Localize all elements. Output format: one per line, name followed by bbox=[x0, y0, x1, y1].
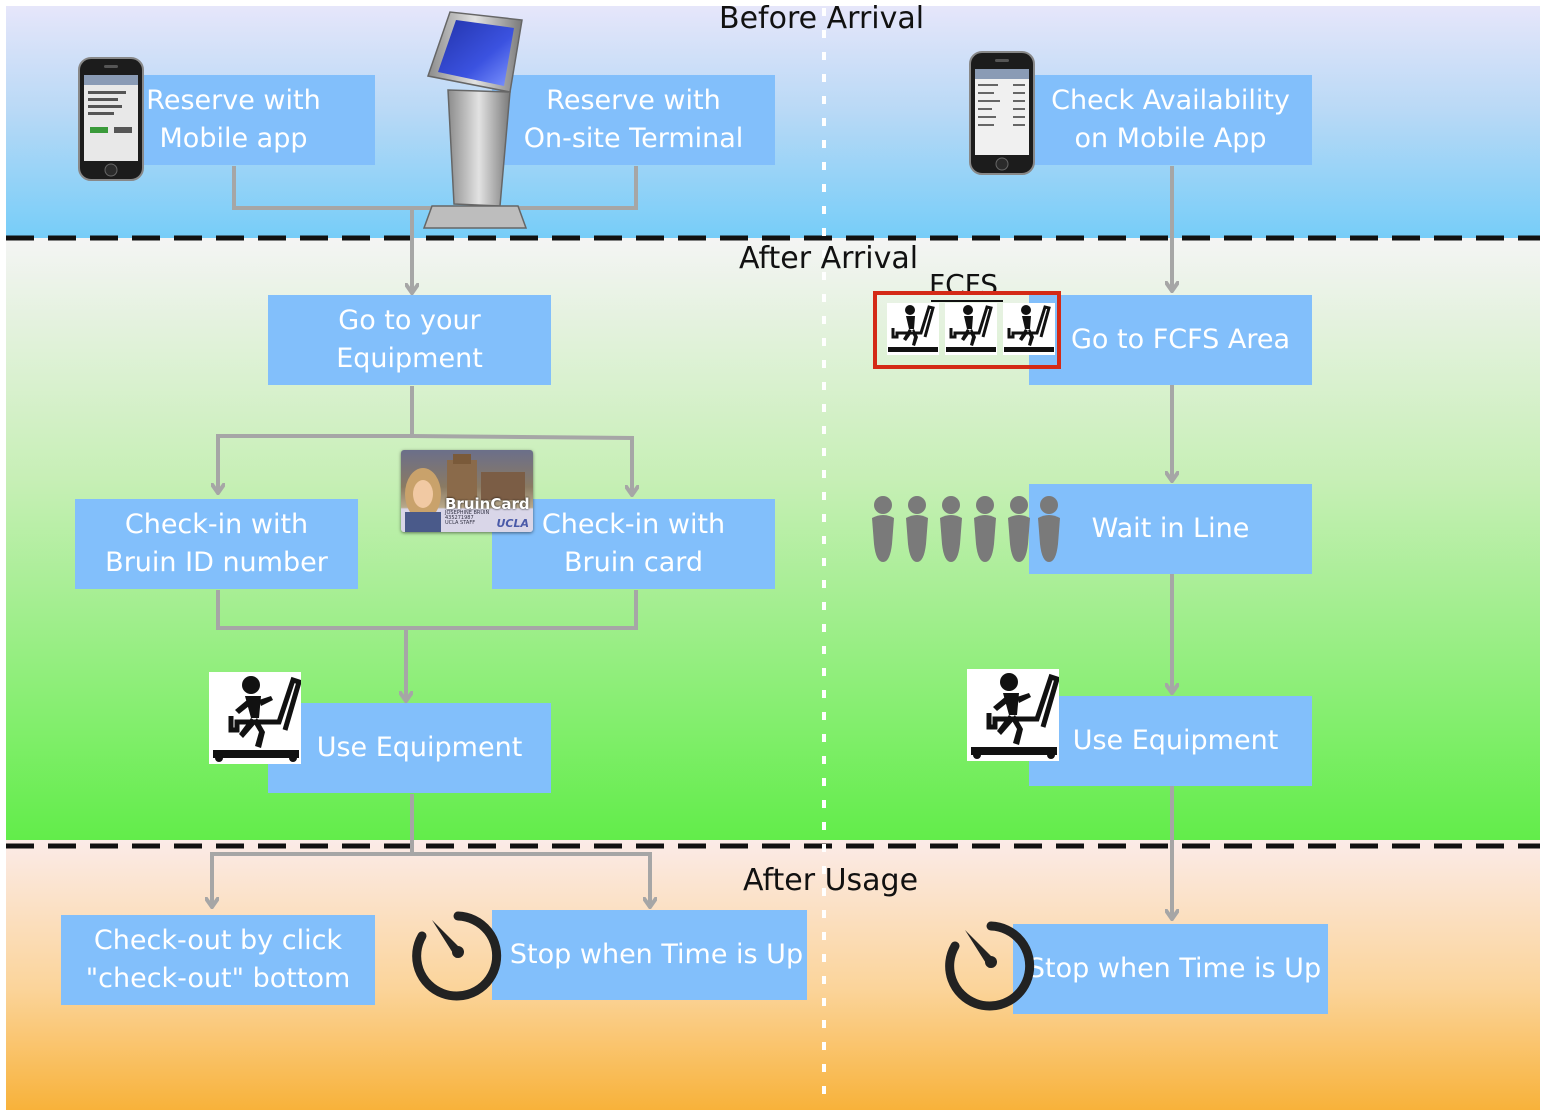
reserve-terminal-line-2: On-site Terminal bbox=[523, 123, 744, 154]
arrow-to-checkout bbox=[212, 794, 414, 906]
checkout-line-2: "check-out" bottom bbox=[85, 963, 351, 994]
use-equipment-right-box: Use Equipment bbox=[1029, 696, 1312, 786]
phase-title-before-arrival: Before Arrival bbox=[719, 1, 925, 36]
checkin-bruin-id-line-1: Check-in with bbox=[124, 509, 309, 540]
treadmill-icon bbox=[945, 303, 997, 355]
fcfs-label: FCFS bbox=[929, 268, 999, 301]
arrow-to-checkin-card bbox=[411, 434, 632, 494]
bruincard-holder: JOSEPHINE BRUIN 435271987 UCLA STAFF bbox=[445, 511, 489, 526]
people-queue-icon bbox=[872, 496, 1060, 562]
stop-when-time-up-left-box: Stop when Time is Up bbox=[492, 910, 807, 1000]
bruincard-brand: BruinCard bbox=[445, 495, 530, 513]
treadmill-icon bbox=[1003, 303, 1055, 355]
go-to-fcfs-box: Go to FCFS Area bbox=[1029, 295, 1312, 385]
go-to-fcfs-label: Go to FCFS Area bbox=[1070, 324, 1290, 355]
checkin-bruin-card-line-1: Check-in with bbox=[541, 509, 726, 540]
phase-title-after-arrival: After Arrival bbox=[739, 241, 919, 276]
bruincard-school: UCLA bbox=[496, 517, 529, 530]
checkout-line-1: Check-out by click bbox=[93, 925, 343, 956]
phase-title-after-usage: After Usage bbox=[743, 863, 919, 898]
stop-right-label: Stop when Time is Up bbox=[1027, 953, 1322, 984]
bruincard-role: UCLA STAFF bbox=[445, 520, 476, 526]
stop-when-time-up-right-box: Stop when Time is Up bbox=[1013, 924, 1328, 1014]
reserve-mobile-line-2: Mobile app bbox=[159, 123, 308, 154]
checkin-bruin-id-line-2: Bruin ID number bbox=[105, 547, 328, 578]
reserve-mobile-line-1: Reserve with bbox=[146, 85, 321, 116]
stop-left-label: Stop when Time is Up bbox=[509, 939, 804, 970]
check-availability-line-1: Check Availability bbox=[1051, 85, 1290, 116]
go-to-equipment-line-2: Equipment bbox=[336, 343, 483, 374]
smartphone-icon bbox=[78, 57, 144, 181]
kiosk-terminal-icon bbox=[422, 11, 528, 229]
connector-split bbox=[218, 386, 414, 492]
treadmill-icon bbox=[967, 669, 1059, 761]
connector-checkin-merge bbox=[216, 590, 638, 630]
smartphone-icon bbox=[969, 51, 1035, 175]
checkout-box: Check-out by click "check-out" bottom bbox=[61, 915, 375, 1005]
fcfs-treadmills-group bbox=[873, 291, 1061, 369]
go-to-equipment-line-1: Go to your bbox=[338, 305, 481, 336]
treadmill-icon bbox=[209, 672, 301, 764]
timer-icon bbox=[412, 911, 502, 1001]
check-availability-line-2: on Mobile App bbox=[1074, 123, 1267, 154]
treadmill-icon bbox=[887, 303, 939, 355]
wait-in-line-box: Wait in Line bbox=[1029, 484, 1312, 574]
reserve-terminal-line-1: Reserve with bbox=[546, 85, 721, 116]
arrow-to-stop-left bbox=[412, 852, 650, 906]
timer-icon bbox=[945, 921, 1035, 1011]
check-availability-box: Check Availability on Mobile App bbox=[1029, 75, 1312, 165]
bruincard-number: 435271987 bbox=[445, 515, 474, 521]
use-equipment-left-label: Use Equipment bbox=[316, 732, 523, 763]
use-equipment-right-label: Use Equipment bbox=[1072, 725, 1279, 756]
bruincard-name: JOSEPHINE BRUIN bbox=[445, 510, 490, 516]
use-equipment-left-box: Use Equipment bbox=[268, 703, 551, 793]
wait-in-line-label: Wait in Line bbox=[1091, 513, 1250, 544]
checkin-bruin-card-line-2: Bruin card bbox=[563, 547, 704, 578]
bruincard-image: BruinCard JOSEPHINE BRUIN 435271987 UCLA… bbox=[401, 450, 533, 532]
